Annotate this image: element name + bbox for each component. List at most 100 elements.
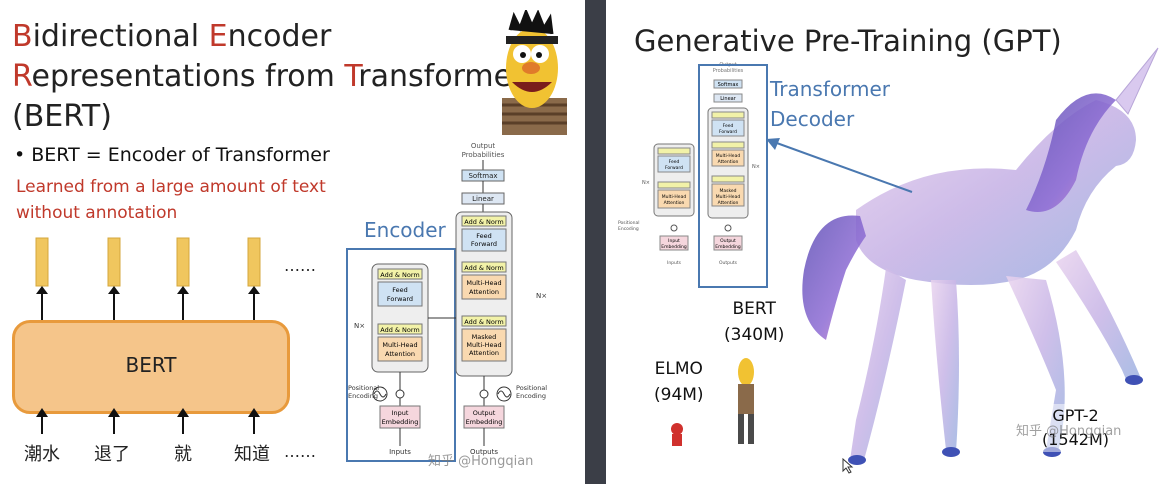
bert-size: (340M) bbox=[724, 325, 785, 345]
svg-text:Attention: Attention bbox=[385, 350, 415, 358]
svg-text:Positional: Positional bbox=[618, 220, 640, 226]
token-label: 退了 bbox=[94, 444, 130, 465]
svg-text:Embedding: Embedding bbox=[661, 244, 687, 250]
mouse-cursor-icon bbox=[842, 458, 854, 474]
decoder-feed-forward bbox=[461, 228, 507, 252]
svg-text:Outputs: Outputs bbox=[719, 260, 738, 266]
title-initial-t: T bbox=[344, 59, 359, 94]
svg-text:Forward: Forward bbox=[665, 165, 683, 171]
gpt2-size-label: GPT-2 (1542M) bbox=[1042, 404, 1110, 452]
slide-divider bbox=[585, 0, 606, 484]
unicorn-mane bbox=[1026, 93, 1116, 212]
svg-text:Probabilities: Probabilities bbox=[462, 151, 505, 159]
svg-text:Inputs: Inputs bbox=[667, 260, 682, 266]
encoder-add-norm bbox=[377, 268, 423, 280]
elmo-size-label: ELMO (94M) bbox=[654, 356, 704, 408]
outputs-label: Outputs bbox=[470, 448, 498, 456]
svg-text:Attention: Attention bbox=[664, 200, 685, 206]
output-vector bbox=[247, 237, 261, 320]
svg-text:Forward: Forward bbox=[719, 129, 737, 135]
decoder-add-circle bbox=[479, 389, 489, 399]
svg-text:Positional: Positional bbox=[348, 384, 379, 392]
ellipsis-top: …… bbox=[284, 256, 316, 275]
output-vector-bars bbox=[35, 237, 261, 320]
input-arrows bbox=[36, 408, 260, 434]
slide-title: Generative Pre-Training (GPT) bbox=[634, 24, 1062, 58]
transformer-decoder-line-2: Decoder bbox=[770, 107, 855, 131]
unicorn-tail bbox=[802, 215, 866, 340]
svg-text:Attention: Attention bbox=[469, 288, 499, 296]
encoder-nx-label: N× bbox=[354, 322, 365, 330]
transformer-decoder-label: Transformer Decoder bbox=[770, 74, 890, 134]
title-text: ncoder bbox=[227, 19, 332, 54]
svg-text:Multi-Head: Multi-Head bbox=[466, 279, 501, 287]
decoder-add-norm bbox=[461, 215, 507, 227]
svg-text:Feed: Feed bbox=[723, 123, 734, 129]
decoder-add-norm bbox=[461, 315, 507, 327]
bert-muppet-illustration bbox=[502, 10, 567, 135]
svg-text:Add & Norm: Add & Norm bbox=[464, 318, 504, 326]
svg-text:Forward: Forward bbox=[387, 295, 413, 303]
svg-text:Add & Norm: Add & Norm bbox=[380, 326, 420, 334]
svg-text:Feed: Feed bbox=[476, 232, 492, 240]
encoder-highlight-box bbox=[346, 248, 456, 462]
token-label: 就 bbox=[174, 444, 192, 465]
svg-text:Multi-Head: Multi-Head bbox=[716, 153, 741, 159]
svg-text:Attention: Attention bbox=[718, 200, 739, 206]
svg-text:Add & Norm: Add & Norm bbox=[464, 264, 504, 272]
annotation-line-1: Learned from a large amount of text bbox=[16, 177, 326, 197]
svg-text:Masked: Masked bbox=[472, 333, 497, 341]
svg-text:Encoding: Encoding bbox=[618, 226, 639, 232]
svg-text:Multi-Head: Multi-Head bbox=[466, 341, 501, 349]
slide-title-line-1: Bidirectional Encoder bbox=[12, 18, 331, 56]
title-initial-e: E bbox=[208, 19, 228, 54]
svg-text:Multi-Head: Multi-Head bbox=[716, 194, 741, 200]
svg-text:Embedding: Embedding bbox=[466, 418, 503, 426]
svg-text:Input: Input bbox=[392, 409, 409, 417]
encoder-label: Encoder bbox=[364, 218, 446, 242]
decoder-add-norm bbox=[461, 261, 507, 273]
elmo-size: (94M) bbox=[654, 385, 704, 405]
title-text: idirectional bbox=[32, 19, 209, 54]
decoder-nx-label: N× bbox=[536, 292, 547, 300]
slide-title-line-2: Representations from Transformers bbox=[12, 58, 540, 96]
annotation-line-2: without annotation bbox=[16, 203, 178, 223]
bullet-bert-encoder: • BERT = Encoder of Transformer bbox=[14, 144, 330, 166]
svg-text:Input: Input bbox=[668, 238, 680, 244]
decoder-multi-head-attention bbox=[461, 274, 507, 300]
svg-text:Add & Norm: Add & Norm bbox=[464, 218, 504, 226]
elmo-figure-small bbox=[671, 423, 683, 446]
gpt2-label: GPT-2 bbox=[1052, 406, 1099, 425]
svg-text:Feed: Feed bbox=[669, 159, 680, 165]
svg-text:Multi-Head: Multi-Head bbox=[382, 341, 417, 349]
token-label: 知道 bbox=[234, 444, 270, 465]
title-initial-b: B bbox=[12, 19, 33, 54]
svg-text:Embedding: Embedding bbox=[382, 418, 419, 426]
svg-text:Softmax: Softmax bbox=[468, 172, 497, 180]
svg-text:Forward: Forward bbox=[471, 240, 497, 248]
svg-text:N×: N× bbox=[752, 164, 760, 170]
token-label: 潮水 bbox=[24, 444, 60, 465]
svg-text:Encoding: Encoding bbox=[348, 392, 378, 400]
unicorn-illustration bbox=[802, 47, 1159, 465]
encoder-add-norm bbox=[377, 323, 423, 335]
encoder-add-circle bbox=[395, 389, 405, 399]
title-text: epresentations from bbox=[31, 59, 345, 94]
token-label: …… bbox=[284, 442, 316, 461]
output-vector bbox=[176, 237, 190, 320]
unicorn-horn bbox=[1115, 47, 1159, 115]
svg-text:Attention: Attention bbox=[469, 349, 499, 357]
bert-label: BERT bbox=[732, 299, 776, 319]
decoder-masked-attention bbox=[461, 328, 507, 362]
inputs-label: Inputs bbox=[389, 448, 411, 456]
svg-text:Linear: Linear bbox=[472, 195, 494, 203]
bert-box-label: BERT bbox=[125, 353, 177, 377]
bert-size-label: BERT (340M) bbox=[724, 296, 784, 348]
bert-figure-small bbox=[738, 358, 754, 444]
svg-text:N×: N× bbox=[642, 180, 650, 186]
arrow-to-decoder bbox=[766, 138, 913, 193]
svg-text:Output: Output bbox=[720, 238, 736, 244]
transformer-architecture-diagram: Output Probabilities Softmax Linear Add … bbox=[348, 142, 547, 456]
gpt-transformer-diagram: Output Probabilities Softmax Linear Feed… bbox=[618, 62, 760, 266]
title-initial-r: R bbox=[12, 59, 32, 94]
